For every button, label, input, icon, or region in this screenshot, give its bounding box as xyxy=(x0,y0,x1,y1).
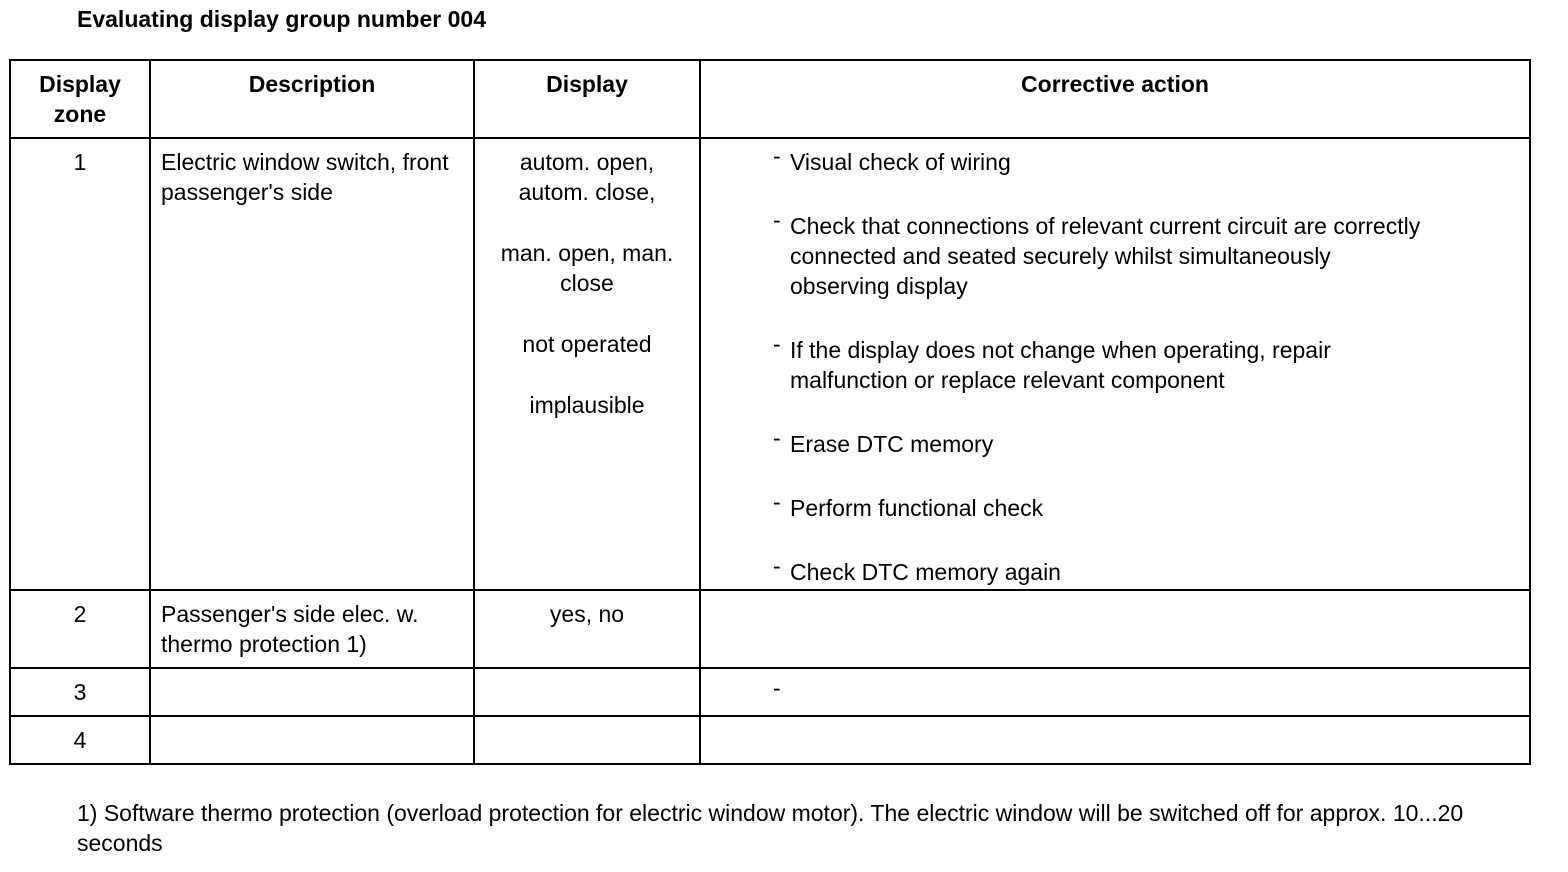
display-cell: yes, no xyxy=(473,589,701,669)
description-text: Electric window switch, front passenger'… xyxy=(161,149,449,205)
action-text: Visual check of wiring xyxy=(790,149,1011,175)
action-item: -Check that connections of relevant curr… xyxy=(773,207,1421,299)
header-display-zone: Display zone xyxy=(9,59,151,139)
table-row: 2 Passenger's side elec. w. thermo prote… xyxy=(9,589,1531,669)
action-item: -Perform functional check xyxy=(773,489,1044,521)
corrective-action-cell xyxy=(699,589,1531,669)
description-cell: Passenger's side elec. w. thermo protect… xyxy=(149,589,475,669)
display-group-table: Display zone Description Display Correct… xyxy=(9,59,1531,765)
table-header-row: Display zone Description Display Correct… xyxy=(9,59,1531,139)
header-corrective-action: Corrective action xyxy=(699,59,1531,139)
display-cell xyxy=(473,667,701,717)
action-text: If the display does not change when oper… xyxy=(790,337,1331,393)
display-cell: autom. open, autom. close, man. open, ma… xyxy=(473,137,701,591)
description-cell xyxy=(149,667,475,717)
zone-cell: 1 xyxy=(9,137,151,591)
description-cell: Electric window switch, front passenger'… xyxy=(149,137,475,591)
header-description: Description xyxy=(149,59,475,139)
table-row: 4 xyxy=(9,715,1531,765)
display-value: man. open, man. close xyxy=(500,240,674,296)
corrective-action-cell xyxy=(699,715,1531,765)
action-text: Erase DTC memory xyxy=(790,431,994,457)
action-text: Check that connections of relevant curre… xyxy=(790,213,1421,299)
display-value: autom. open, autom. close, xyxy=(518,149,656,205)
zone-cell: 3 xyxy=(9,667,151,717)
action-item: -If the display does not change when ope… xyxy=(773,331,1331,393)
corrective-action-cell: - xyxy=(699,667,1531,717)
display-cell xyxy=(473,715,701,765)
action-item: -Check DTC memory again xyxy=(773,553,1061,585)
description-cell xyxy=(149,715,475,765)
description-text: Passenger's side elec. w. thermo protect… xyxy=(161,601,419,657)
table-row: 3 - xyxy=(9,667,1531,717)
page-title: Evaluating display group number 004 xyxy=(77,6,486,32)
table-row: 1 Electric window switch, front passenge… xyxy=(9,137,1531,591)
action-item: -Erase DTC memory xyxy=(773,425,994,457)
action-text: Check DTC memory again xyxy=(790,559,1061,585)
corrective-action-cell: -Visual check of wiring -Check that conn… xyxy=(699,137,1531,591)
footnote: 1) Software thermo protection (overload … xyxy=(77,800,1464,856)
display-value: not operated xyxy=(522,331,652,357)
header-display: Display xyxy=(473,59,701,139)
action-item: -Visual check of wiring xyxy=(773,143,1011,175)
zone-cell: 4 xyxy=(9,715,151,765)
display-value: implausible xyxy=(529,392,645,418)
action-text: Perform functional check xyxy=(790,495,1044,521)
zone-cell: 2 xyxy=(9,589,151,669)
